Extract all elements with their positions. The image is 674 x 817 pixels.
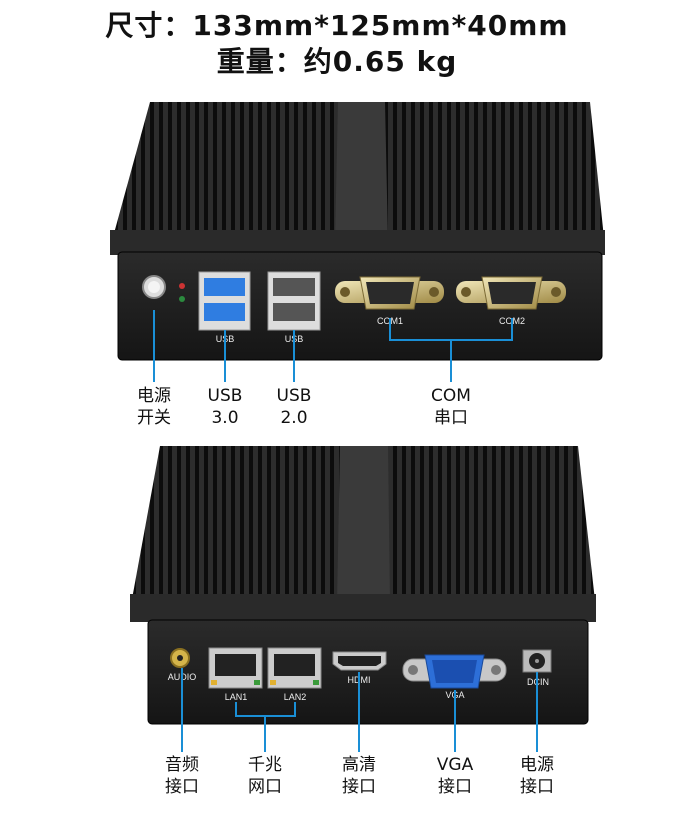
power-button <box>142 275 166 299</box>
dcin-port <box>522 649 552 673</box>
weight-spec: 重量：约0.65 kg <box>216 45 458 78</box>
bottom-device: AUDIO LAN1 LAN2 HDMI VGA DCIN <box>130 446 596 725</box>
label-dc-power: 电源接口 <box>520 755 554 797</box>
com2-port <box>456 276 566 310</box>
vga-port <box>402 654 507 689</box>
com1-port <box>335 276 444 310</box>
size-spec: 尺寸：133mm*125mm*40mm <box>105 9 569 42</box>
lan1-label: LAN1 <box>225 692 248 702</box>
label-hdmi: 高清接口 <box>342 755 376 797</box>
bottom-callouts <box>181 668 538 752</box>
hdmi-port <box>332 651 387 671</box>
top-callouts <box>153 310 513 382</box>
label-lan: 千兆网口 <box>248 755 282 797</box>
lan-ports <box>208 647 322 689</box>
lan2-label: LAN2 <box>284 692 307 702</box>
audio-port <box>170 648 190 668</box>
top-device: USB USB COM1 COM2 <box>110 102 605 361</box>
label-power-switch: 电源开关 <box>137 386 171 428</box>
usb3-ports <box>198 271 251 331</box>
usb2-ports <box>267 271 321 331</box>
label-audio: 音频接口 <box>165 755 199 797</box>
